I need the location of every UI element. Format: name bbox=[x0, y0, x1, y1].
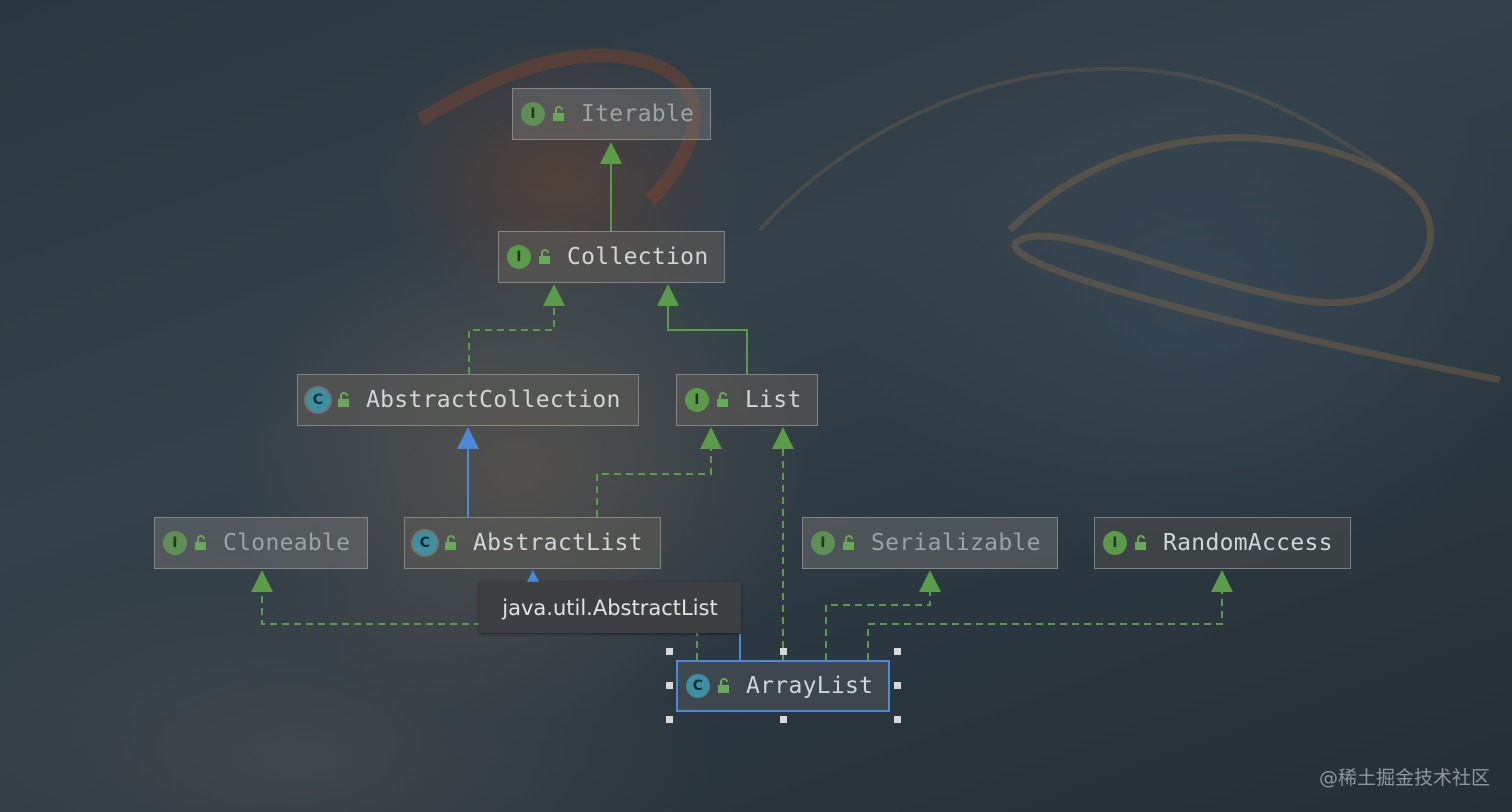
node-cloneable[interactable]: I Cloneable bbox=[154, 517, 368, 569]
node-label: List bbox=[745, 387, 802, 413]
edge-abstractlist-list bbox=[596, 427, 722, 517]
resize-handle-bottom-right[interactable] bbox=[894, 716, 901, 723]
abstract-class-icon: C bbox=[413, 531, 437, 555]
interface-icon: I bbox=[163, 531, 187, 555]
node-label: Cloneable bbox=[223, 530, 351, 556]
edge-arraylist-abstractlist bbox=[526, 570, 741, 660]
unlocked-icon bbox=[445, 535, 456, 550]
node-label: Collection bbox=[567, 244, 709, 270]
node-label: RandomAccess bbox=[1163, 530, 1333, 556]
resize-handle-left[interactable] bbox=[666, 682, 673, 689]
node-abstract-collection[interactable]: C AbstractCollection bbox=[297, 374, 639, 426]
node-array-list[interactable]: C ArrayList bbox=[676, 660, 890, 712]
node-serializable[interactable]: I Serializable bbox=[802, 517, 1058, 569]
edge-abstractcollection-collection bbox=[468, 284, 565, 374]
resize-handle-bottom[interactable] bbox=[780, 716, 787, 723]
node-label: Serializable bbox=[871, 530, 1041, 556]
unlocked-icon bbox=[843, 535, 854, 550]
abstract-class-icon: C bbox=[306, 388, 330, 412]
edge-list-collection bbox=[657, 284, 748, 374]
node-random-access[interactable]: I RandomAccess bbox=[1094, 517, 1351, 569]
node-collection[interactable]: I Collection bbox=[498, 231, 725, 283]
interface-icon: I bbox=[507, 245, 531, 269]
resize-handle-top-left[interactable] bbox=[666, 648, 673, 655]
unlocked-icon bbox=[195, 535, 206, 550]
unlocked-icon bbox=[553, 106, 564, 121]
unlocked-icon bbox=[1135, 535, 1146, 550]
node-label: ArrayList bbox=[746, 673, 874, 699]
interface-icon: I bbox=[1103, 531, 1127, 555]
unlocked-icon bbox=[717, 392, 728, 407]
resize-handle-top[interactable] bbox=[780, 648, 787, 655]
node-iterable[interactable]: I Iterable bbox=[512, 88, 711, 140]
watermark: @稀土掘金技术社区 bbox=[1318, 767, 1490, 789]
resize-handle-right[interactable] bbox=[894, 682, 901, 689]
edge-arraylist-list bbox=[772, 427, 794, 660]
node-label: Iterable bbox=[581, 101, 695, 127]
unlocked-icon bbox=[539, 249, 550, 264]
interface-icon: I bbox=[811, 531, 835, 555]
interface-icon: I bbox=[521, 102, 545, 126]
edge-arraylist-serializable bbox=[825, 570, 941, 660]
edge-arraylist-randomaccess bbox=[867, 570, 1233, 660]
class-icon: C bbox=[686, 674, 710, 698]
tooltip: java.util.AbstractList bbox=[479, 582, 741, 633]
edge-abstractlist-abstractcollection bbox=[457, 427, 479, 517]
node-label: AbstractCollection bbox=[366, 387, 621, 413]
resize-handle-top-right[interactable] bbox=[894, 648, 901, 655]
unlocked-icon bbox=[718, 678, 729, 693]
node-abstract-list[interactable]: C AbstractList bbox=[404, 517, 661, 569]
resize-handle-bottom-left[interactable] bbox=[666, 716, 673, 723]
node-list[interactable]: I List bbox=[676, 374, 818, 426]
unlocked-icon bbox=[338, 392, 349, 407]
edge-collection-iterable bbox=[600, 142, 622, 231]
node-label: AbstractList bbox=[473, 530, 643, 556]
interface-icon: I bbox=[685, 388, 709, 412]
